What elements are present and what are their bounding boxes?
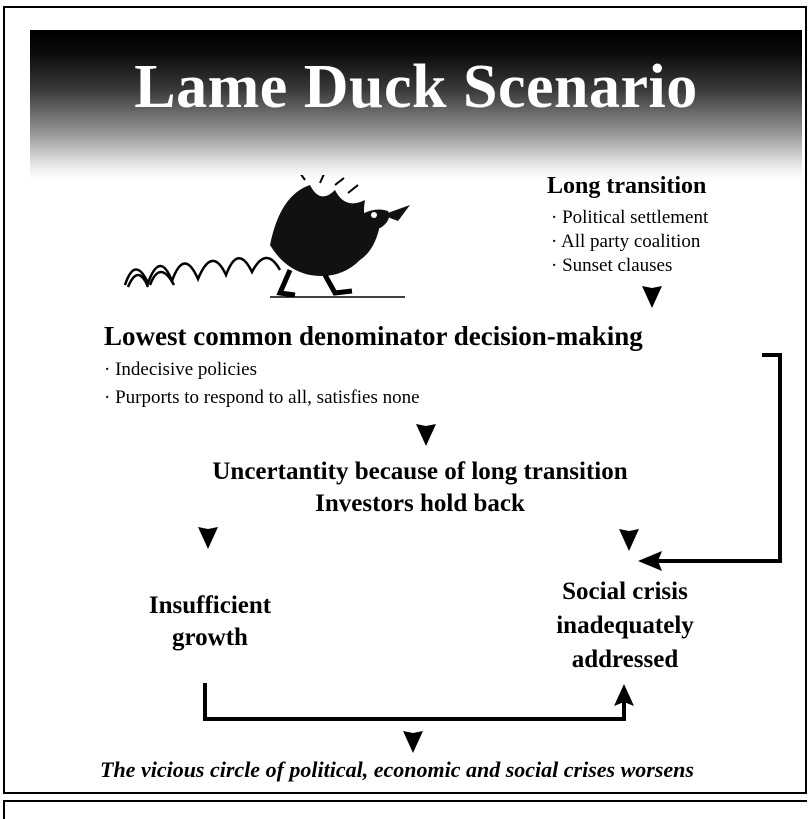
long-transition-item: · All party coalition bbox=[551, 231, 701, 252]
conclusion-text: The vicious circle of political, economi… bbox=[100, 757, 694, 782]
lowest-common-item: · Purports to respond to all, satisfies … bbox=[104, 387, 420, 408]
insufficient-growth-line1: Insufficient bbox=[148, 592, 272, 619]
long-transition-item: · Political settlement bbox=[551, 207, 709, 228]
arrowhead-down-icon bbox=[642, 286, 662, 308]
bounce-trail bbox=[123, 256, 282, 288]
growth-to-social-connector bbox=[203, 683, 626, 721]
long-transition-heading: Long transition bbox=[547, 173, 707, 199]
long-transition-item: · Sunset clauses bbox=[551, 255, 673, 276]
uncertainty-line2: Investors hold back bbox=[315, 490, 525, 517]
running-duck-illustration bbox=[123, 175, 410, 298]
insufficient-growth-line2: growth bbox=[172, 624, 248, 651]
social-crisis-line1: Social crisis bbox=[562, 578, 688, 605]
duck-figure bbox=[270, 175, 410, 298]
social-crisis-line3: addressed bbox=[571, 646, 679, 673]
arrowhead-up-icon bbox=[614, 684, 634, 706]
social-crisis-line2: inadequately bbox=[556, 612, 694, 639]
lowest-common-item: · Indecisive policies bbox=[104, 359, 258, 380]
arrowhead-down-icon bbox=[416, 424, 436, 446]
bottom-divider bbox=[3, 800, 807, 802]
arrowhead-left-icon bbox=[638, 551, 662, 571]
lowest-common-heading: Lowest common denominator decision-makin… bbox=[104, 321, 643, 351]
uncertainty-line1: Uncertantity because of long transition bbox=[212, 458, 628, 485]
slide-title: Lame Duck Scenario bbox=[134, 53, 698, 121]
title-banner bbox=[30, 30, 802, 180]
left-edge-line bbox=[3, 800, 5, 819]
slide-frame bbox=[3, 6, 807, 794]
arrowhead-down-icon bbox=[198, 527, 218, 549]
feedback-connector bbox=[658, 353, 782, 563]
arrowhead-down-icon bbox=[403, 731, 423, 753]
arrowhead-down-icon bbox=[619, 529, 639, 551]
